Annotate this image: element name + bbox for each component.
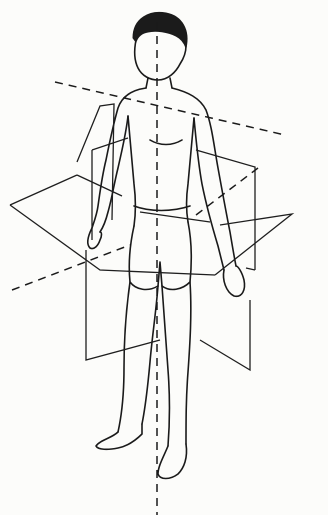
transverse-plane: [10, 175, 292, 275]
upper-transverse-dashed-axis: [55, 82, 285, 135]
frontal-plane-bottom: [200, 300, 250, 370]
human-body-outline: [88, 12, 245, 478]
transverse-plane-mid: [77, 175, 210, 222]
sagittal-plane: [77, 104, 114, 220]
right-arm: [172, 88, 236, 266]
torso-left-side: [128, 116, 136, 226]
sagittal-plane-lower: [86, 250, 160, 360]
hair: [133, 12, 187, 48]
waist-line: [134, 206, 190, 211]
left-leg-outer: [118, 282, 130, 432]
shorts-right: [162, 222, 191, 289]
right-foot: [158, 444, 187, 479]
left-hand: [88, 228, 102, 249]
left-leg-inner: [142, 286, 158, 424]
right-hand: [223, 266, 244, 296]
right-leg-outer: [186, 282, 191, 444]
frontal-plane: [92, 138, 255, 270]
right-arm-inner: [194, 118, 224, 270]
chest-line: [150, 140, 182, 145]
right-leg-inner: [162, 286, 170, 446]
head: [135, 40, 186, 80]
shorts-crotch: [158, 262, 162, 286]
shorts-left: [129, 226, 158, 289]
